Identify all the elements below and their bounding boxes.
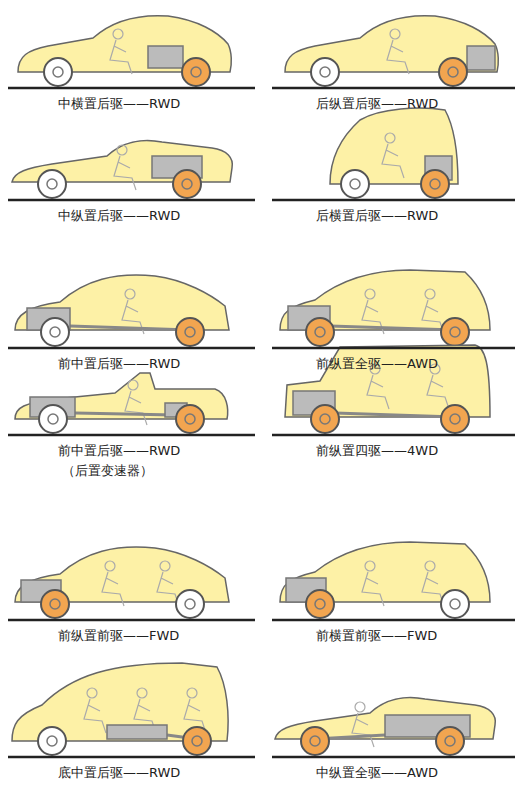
- drive-layout-label: 前纵置全驱——AWD: [316, 356, 438, 372]
- drive-layout-label: （后置变速器）: [62, 463, 153, 479]
- drive-layout-label: 前中置后驱——RWD: [58, 356, 180, 372]
- drive-layout-label: 底中置后驱——RWD: [58, 765, 180, 781]
- drive-layout-label: 中纵置后驱——RWD: [58, 208, 180, 224]
- drive-layout-label: 后横置后驱——RWD: [316, 208, 438, 224]
- drive-layout-label: 前横置前驱——FWD: [316, 628, 437, 644]
- drive-layout-label: 前纵置四驱——4WD: [316, 443, 438, 459]
- drive-layout-label: 后纵置后驱——RWD: [316, 96, 438, 112]
- drive-layout-label: 前纵置前驱——FWD: [58, 628, 179, 644]
- drive-layout-label: 中横置后驱——RWD: [58, 96, 180, 112]
- drive-layout-label: 前中置后驱——RWD: [58, 443, 180, 459]
- drive-layout-label: 中纵置全驱——AWD: [316, 765, 438, 781]
